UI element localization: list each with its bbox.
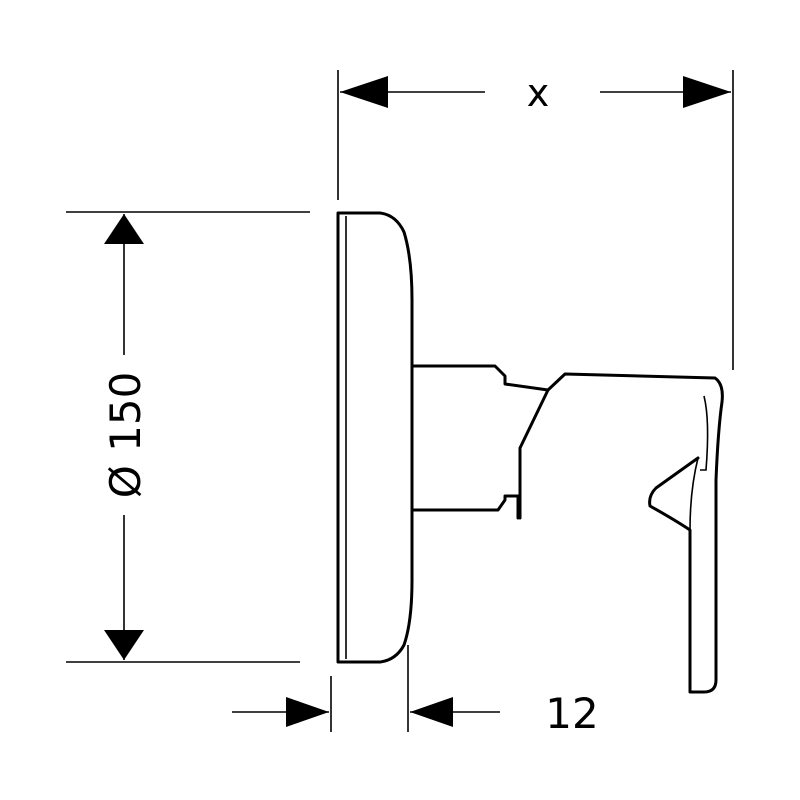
arrow-up-icon	[104, 214, 144, 244]
arrow-right-icon	[683, 76, 731, 108]
arrow-left-icon	[340, 76, 388, 108]
width-dimension: x	[337, 70, 734, 370]
depth-label: 12	[545, 689, 598, 738]
body-connector	[518, 388, 550, 520]
diameter-label: Ø 150	[101, 372, 150, 499]
arrow-right-icon	[286, 697, 329, 727]
arrow-left-icon	[410, 697, 453, 727]
escutcheon-plate	[336, 211, 414, 664]
width-label: x	[527, 71, 550, 115]
valve-body	[410, 364, 550, 520]
diameter-dimension: Ø 150	[66, 211, 310, 663]
lever-handle	[546, 372, 724, 694]
handle-highlight	[700, 395, 709, 471]
handle-crease	[689, 457, 699, 531]
depth-dimension: 12	[232, 645, 599, 738]
arrow-down-icon	[104, 630, 144, 660]
mixer-part	[336, 211, 724, 694]
